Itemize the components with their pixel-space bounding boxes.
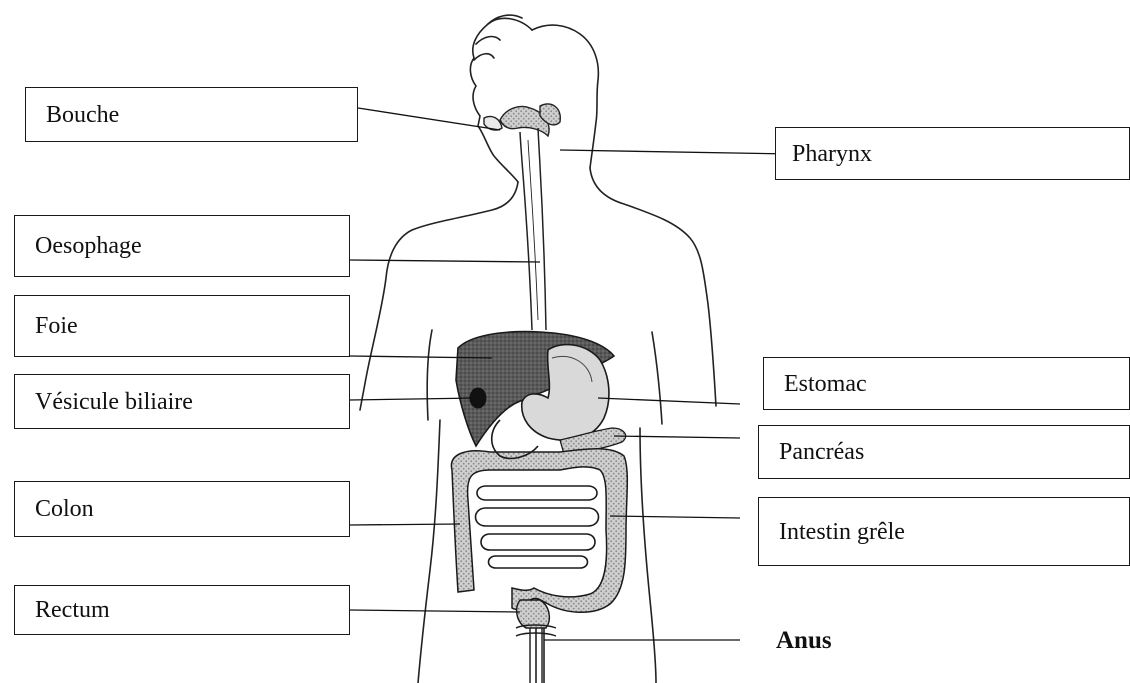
leader-vesicule xyxy=(350,398,478,400)
label-oesophage: Oesophage xyxy=(14,215,350,277)
label-bouche: Bouche xyxy=(25,87,358,142)
label-pharynx: Pharynx xyxy=(775,127,1130,180)
leader-estomac xyxy=(598,398,740,404)
leader-colon xyxy=(350,524,460,525)
oesophagus xyxy=(520,128,546,330)
mouth-pharynx xyxy=(484,104,560,136)
label-colon: Colon xyxy=(14,481,350,537)
leader-oesophage xyxy=(350,260,540,262)
leader-intestin xyxy=(610,516,740,518)
label-pancreas: Pancréas xyxy=(758,425,1130,479)
label-estomac: Estomac xyxy=(763,357,1130,410)
leader-rectum xyxy=(350,610,520,612)
leader-pharynx xyxy=(560,150,792,154)
label-anus: Anus xyxy=(776,627,832,655)
label-rectum: Rectum xyxy=(14,585,350,635)
label-foie: Foie xyxy=(14,295,350,357)
rectum-shape xyxy=(517,600,550,628)
colon-shape xyxy=(451,449,627,613)
label-intestin: Intestin grêle xyxy=(758,497,1130,566)
label-vesicule: Vésicule biliaire xyxy=(14,374,350,429)
leader-pancreas xyxy=(614,436,740,438)
